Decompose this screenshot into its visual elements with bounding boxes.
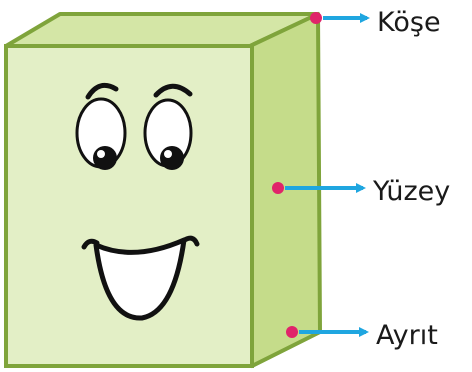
face-label: Yüzey [372, 176, 450, 207]
right-pupil [160, 146, 184, 170]
left-pupil [93, 146, 117, 170]
cartoon-face [75, 82, 200, 321]
edge-annotation: Ayrıt [286, 320, 438, 351]
corner-marker [310, 12, 322, 24]
corner-label: Köşe [377, 7, 441, 38]
right-eyebrow [153, 83, 193, 98]
edge-marker [286, 326, 298, 338]
face-marker [272, 182, 284, 194]
rectangular-prism [4, 12, 322, 368]
edge-label: Ayrıt [376, 320, 438, 351]
left-eyebrow [85, 82, 119, 100]
left-eye-highlight [97, 150, 105, 158]
mouth-left-corner [81, 238, 100, 250]
face-annotation: Yüzey [272, 176, 450, 207]
mouth [93, 237, 187, 321]
corner-annotation: Köşe [310, 7, 441, 38]
right-eye-highlight [164, 150, 172, 158]
mouth-right-corner [180, 235, 200, 247]
